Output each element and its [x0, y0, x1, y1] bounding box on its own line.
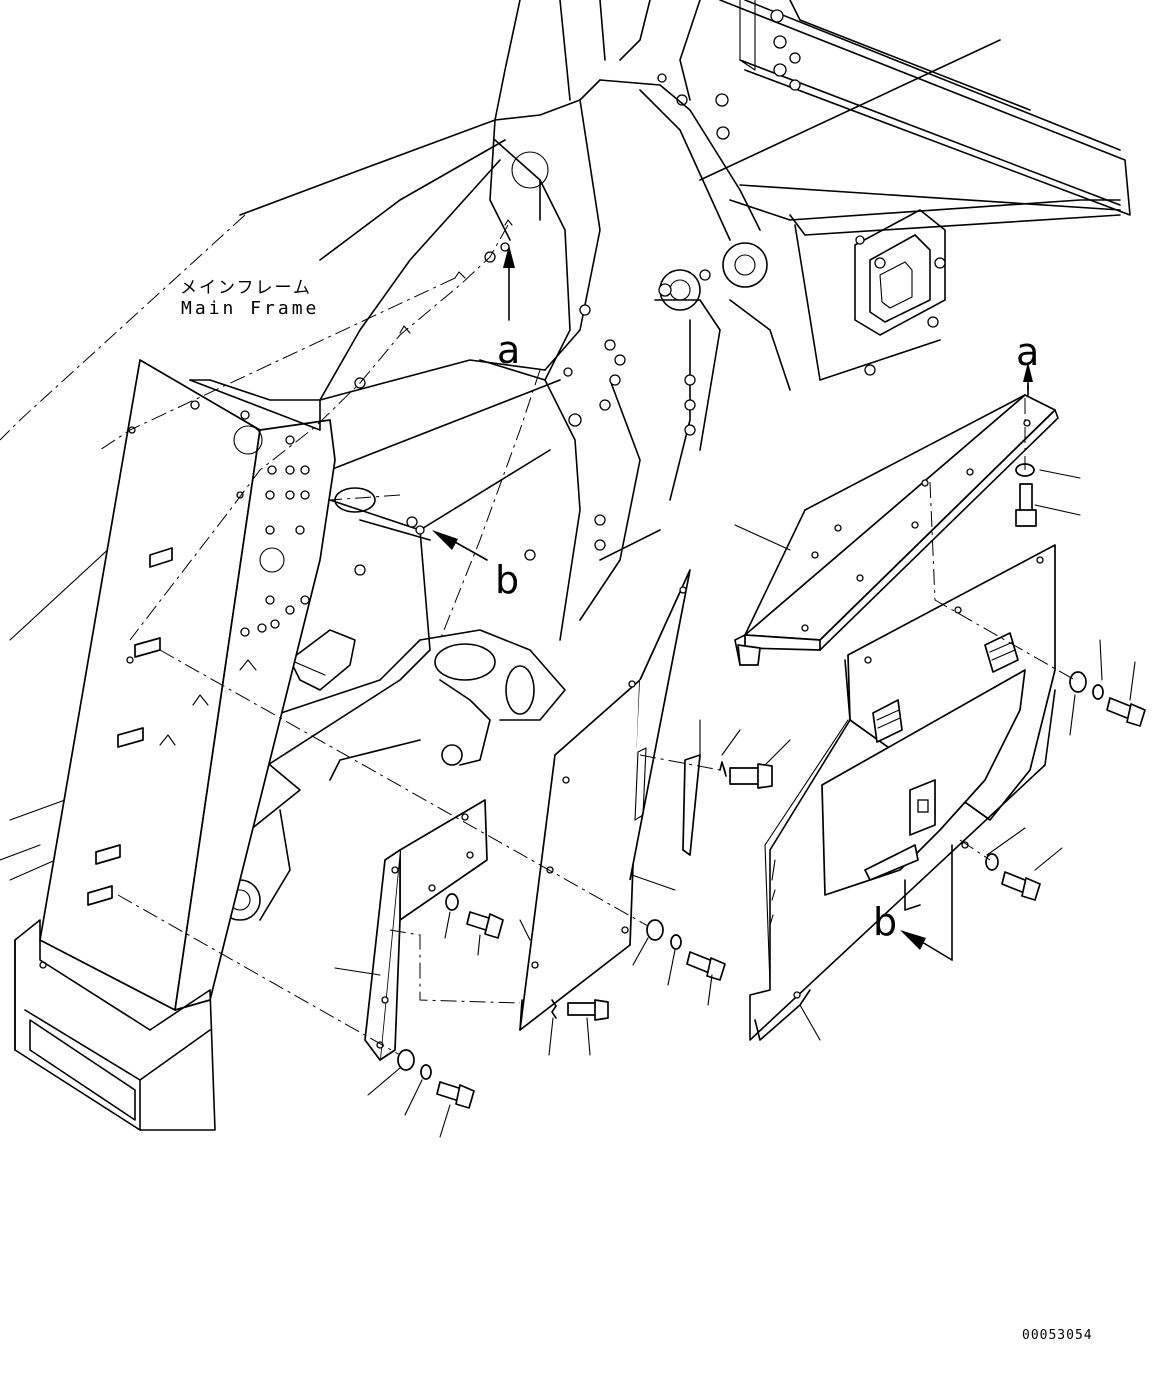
washer-5: [420, 1064, 432, 1080]
washer-4: [397, 1049, 415, 1071]
view-b-label-lower: b: [873, 900, 898, 944]
bolt-4: [567, 999, 609, 1021]
bolt-6: [1106, 697, 1146, 727]
bolt-5: [436, 1081, 475, 1109]
view-a-label-right: a: [1016, 330, 1040, 374]
fasteners: [397, 463, 1146, 1109]
washer-3: [670, 934, 682, 950]
left-column: [14, 359, 336, 1131]
view-b-label-upper: b: [495, 558, 520, 602]
view-a-label-upper: a: [497, 328, 521, 372]
washer-1: [445, 893, 459, 911]
middle-cover-plate: [519, 569, 701, 1031]
small-cover-plate: [364, 799, 488, 1061]
washer-2: [646, 919, 664, 941]
arrow-b-upper: [432, 530, 488, 561]
washer-7: [1092, 684, 1104, 700]
washer-8: [985, 853, 999, 871]
main-frame-label-english: Main Frame: [181, 298, 320, 319]
main-frame-label-japanese: メインフレーム: [180, 278, 312, 298]
arrow-a-right: [1023, 362, 1033, 396]
bolt-2: [466, 911, 504, 939]
washer-6: [1069, 671, 1087, 693]
main-frame-outline: [657, 0, 1131, 381]
bolt-1: [729, 763, 773, 789]
bolt-8: [1015, 483, 1037, 527]
arrow-a-upper: [503, 245, 515, 321]
bolt-7: [1001, 871, 1041, 901]
top-right-cover: [734, 394, 1059, 666]
arrow-b-lower: [900, 844, 953, 961]
drawing-number: 00053054: [1022, 1328, 1093, 1343]
assembly-lines: [0, 214, 1076, 1056]
bolt-3: [686, 951, 726, 981]
leader-lines: [334, 469, 1136, 1138]
